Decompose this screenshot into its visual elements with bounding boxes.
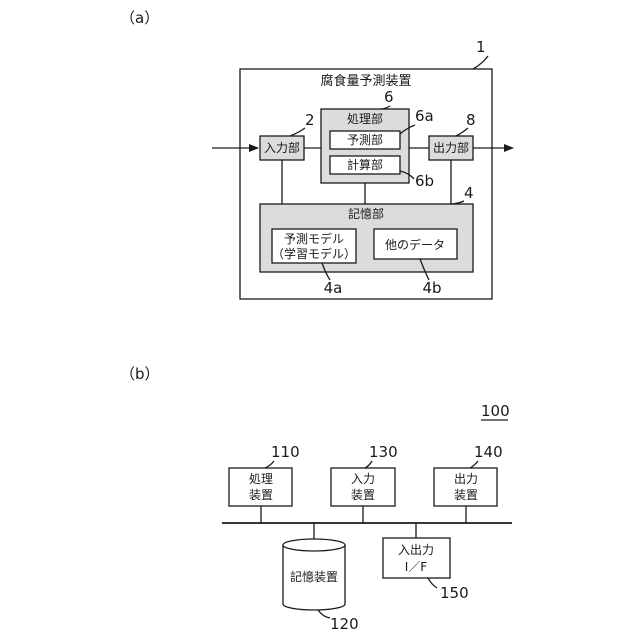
prediction-label: 予測部 [347, 132, 383, 147]
storage-device-leader [318, 610, 330, 618]
model-label-line1: 予測モデル [284, 231, 344, 246]
device-ref: 1 [476, 38, 486, 56]
input-device-leader [365, 461, 372, 468]
device-title: 腐食量予測装置 [320, 73, 411, 89]
output-device-line2: 装置 [454, 488, 478, 502]
prediction-ref: 6a [415, 107, 434, 125]
system-ref: 100 [481, 402, 510, 420]
io-interface-ref: 150 [440, 584, 469, 602]
calculation-label: 計算部 [347, 157, 383, 172]
input-device-line2: 装置 [351, 488, 375, 502]
output-device-line1: 出力 [454, 472, 478, 486]
calculation-ref: 6b [415, 172, 434, 190]
output-ref: 8 [466, 111, 476, 129]
processing-device-leader [265, 461, 274, 468]
io-interface-leader [428, 578, 437, 588]
figure-b-label: （b） [120, 365, 160, 383]
other-data-ref: 4b [422, 279, 441, 297]
input-label: 入力部 [264, 140, 300, 155]
output-device-ref: 140 [474, 443, 503, 461]
processing-device-ref: 110 [271, 443, 300, 461]
output-label: 出力部 [433, 140, 469, 155]
io-interface-line1: 入出力 [398, 543, 434, 557]
input-ref: 2 [305, 111, 315, 129]
model-ref: 4a [324, 279, 343, 297]
other-data-label: 他のデータ [385, 237, 445, 252]
storage-label: 記憶部 [348, 206, 384, 221]
storage-device-label: 記憶装置 [290, 569, 338, 584]
device-leader [473, 56, 488, 69]
input-device-line1: 入力 [351, 472, 375, 486]
model-label-line2: （学習モデル） [272, 246, 356, 261]
storage-ref: 4 [464, 184, 474, 202]
io-interface-line2: I／F [405, 560, 428, 574]
processing-label: 処理部 [347, 111, 383, 126]
figure-a-label: （a） [120, 9, 159, 27]
processing-device-line2: 装置 [249, 488, 273, 502]
processing-ref: 6 [384, 88, 394, 106]
output-device-leader [470, 461, 478, 468]
processing-device-line1: 処理 [249, 472, 273, 486]
storage-device-ref: 120 [330, 615, 359, 633]
input-device-ref: 130 [369, 443, 398, 461]
